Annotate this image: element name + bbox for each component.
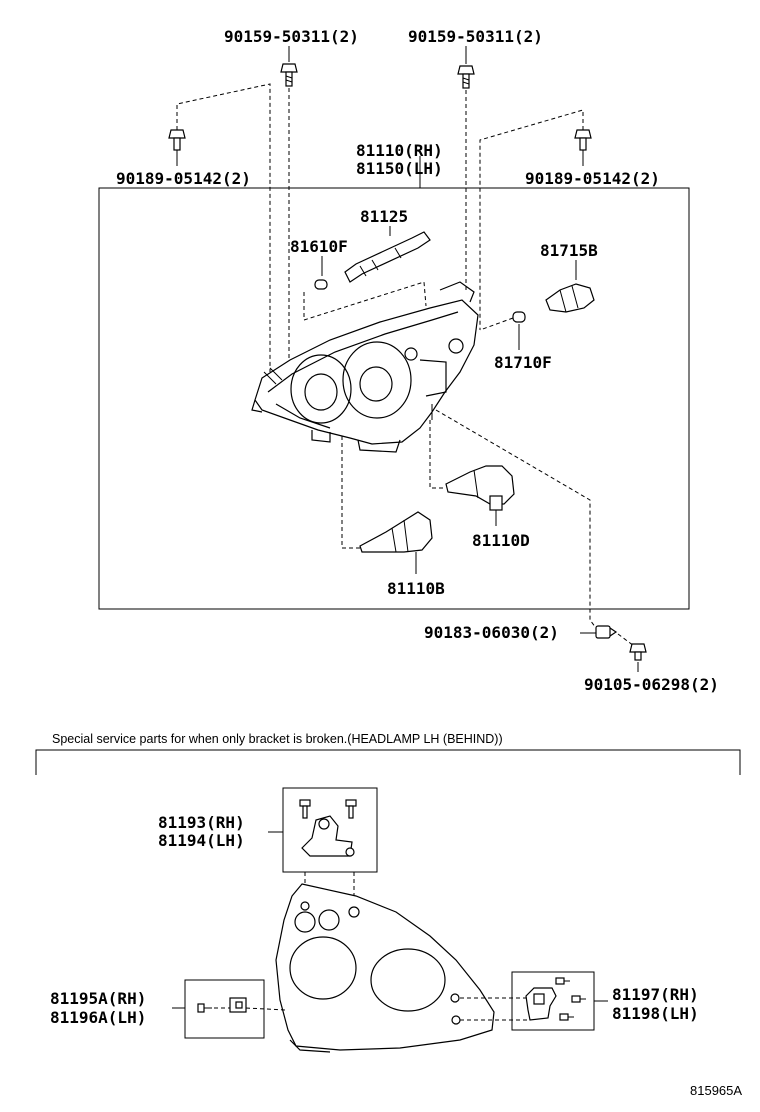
label-bulb-81610f[interactable]: 81610F bbox=[290, 237, 348, 256]
halogen-bulb-icon bbox=[359, 511, 433, 553]
label-headlamp-rh[interactable]: 81110(RH) bbox=[356, 141, 443, 160]
clip-icon bbox=[595, 625, 618, 639]
label-bulb-81710f[interactable]: 81710F bbox=[494, 353, 552, 372]
halogen-bulb-icon bbox=[445, 465, 515, 511]
socket-icon bbox=[545, 283, 595, 313]
screw-icon bbox=[168, 129, 186, 151]
screw-icon bbox=[574, 129, 592, 151]
label-headlamp-lh[interactable]: 81150(LH) bbox=[356, 159, 443, 178]
label-screw-90105[interactable]: 90105-06298(2) bbox=[584, 675, 719, 694]
label-bracket-81198[interactable]: 81198(LH) bbox=[612, 1004, 699, 1023]
label-socket-81715b[interactable]: 81715B bbox=[540, 241, 598, 260]
label-bulb-81110b[interactable]: 81110B bbox=[387, 579, 445, 598]
socket-wire-icon bbox=[344, 231, 431, 283]
wedge-bulb-icon bbox=[512, 311, 526, 323]
label-bolt-top-right[interactable]: 90159-50311(2) bbox=[408, 27, 543, 46]
label-bulb-81110d[interactable]: 81110D bbox=[472, 531, 530, 550]
label-clip-90183[interactable]: 90183-06030(2) bbox=[424, 623, 559, 642]
bracket-icon bbox=[229, 997, 247, 1013]
reference-code: 815965A bbox=[690, 1083, 742, 1098]
headlamp-housing-rear-icon bbox=[275, 883, 495, 1053]
bolt-icon bbox=[280, 63, 298, 87]
label-socket-81125[interactable]: 81125 bbox=[360, 207, 408, 226]
label-bracket-81195a[interactable]: 81195A(RH) bbox=[50, 989, 146, 1008]
label-screw-left[interactable]: 90189-05142(2) bbox=[116, 169, 251, 188]
small-bulb-icon bbox=[314, 279, 328, 290]
screw-icon bbox=[197, 1003, 212, 1013]
label-bracket-81196a[interactable]: 81196A(LH) bbox=[50, 1008, 146, 1027]
bracket-icon bbox=[525, 987, 557, 1021]
service-section-bracket bbox=[35, 749, 741, 775]
bracket-icon bbox=[301, 815, 355, 857]
screw-icon bbox=[345, 799, 357, 819]
screw-icon bbox=[571, 995, 586, 1003]
service-parts-note: Special service parts for when only brac… bbox=[52, 732, 503, 746]
label-screw-right[interactable]: 90189-05142(2) bbox=[525, 169, 660, 188]
label-bolt-top-left[interactable]: 90159-50311(2) bbox=[224, 27, 359, 46]
bolt-icon bbox=[457, 65, 475, 89]
label-bracket-81197[interactable]: 81197(RH) bbox=[612, 985, 699, 1004]
headlamp-assembly-icon bbox=[251, 281, 479, 453]
screw-icon bbox=[559, 1013, 574, 1021]
bracket-box-top bbox=[282, 787, 378, 873]
screw-icon bbox=[555, 977, 570, 985]
screw-icon bbox=[629, 643, 647, 661]
label-bracket-81194[interactable]: 81194(LH) bbox=[158, 831, 245, 850]
screw-icon bbox=[299, 799, 311, 819]
label-bracket-81193[interactable]: 81193(RH) bbox=[158, 813, 245, 832]
bracket-box-left bbox=[184, 979, 265, 1039]
assembly-frame bbox=[98, 187, 690, 610]
